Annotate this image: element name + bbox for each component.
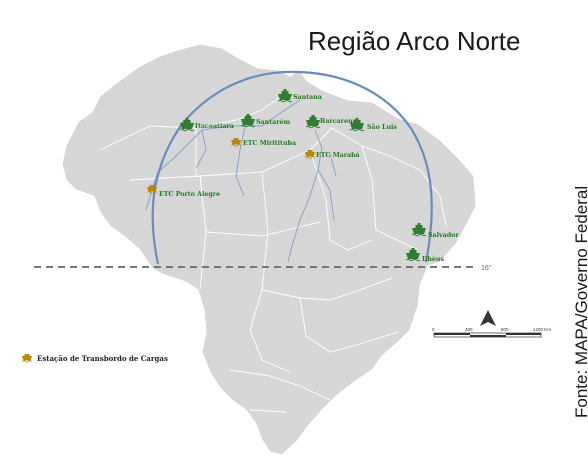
station-porto-alegre[interactable]: ETC Porto Alegre [146,184,220,198]
port-label: Santana [293,94,322,101]
port-label: Santarém [256,119,291,126]
port-label: Salvador [428,232,459,239]
scale-tick: 1200 Km [533,327,551,332]
port-label: Ilhéus [422,256,445,263]
latitude-label: 16° [481,264,492,272]
arco-norte-arc [151,70,433,265]
ship-icon-brown [21,354,33,363]
north-arrow-icon [480,310,496,326]
legend-label: Estação de Transbordo de Cargas [37,353,168,363]
map-title: Região Arco Norte [308,26,521,56]
port-santana[interactable]: Santana [277,88,322,103]
station-label: ETC Miritituba [243,140,296,147]
port-salvador[interactable]: Salvador [411,222,459,239]
source-credit: Fonte: MAPA/Governo Federal [572,185,588,418]
scale-bar: 0 400 800 1200 Km [432,327,551,338]
rivers [145,99,337,263]
station-label: ETC Porto Alegre [159,191,220,198]
scale-tick: 400 [465,327,473,332]
port-label: São Luís [367,124,397,131]
port-ilheus[interactable]: Ilhéus [405,247,445,263]
station-miritituba[interactable]: ETC Miritituba [230,137,296,147]
station-maraba[interactable]: ETC Marabá [304,149,360,159]
station-label: ETC Marabá [316,152,360,159]
port-itacoatiara[interactable]: Itacoatiara [179,117,234,132]
legend: Estação de Transbordo de Cargas [20,352,168,364]
port-sao-luis[interactable]: São Luís [349,117,397,132]
port-label: Itacoatiara [195,123,234,130]
scale-tick: 800 [501,327,509,332]
port-barcarena[interactable]: Barcarena [305,114,357,129]
brazil-landmass [61,43,477,456]
port-santarem[interactable]: Santarém [240,113,291,128]
port-label: Barcarena [320,118,357,125]
scale-tick: 0 [432,327,435,332]
